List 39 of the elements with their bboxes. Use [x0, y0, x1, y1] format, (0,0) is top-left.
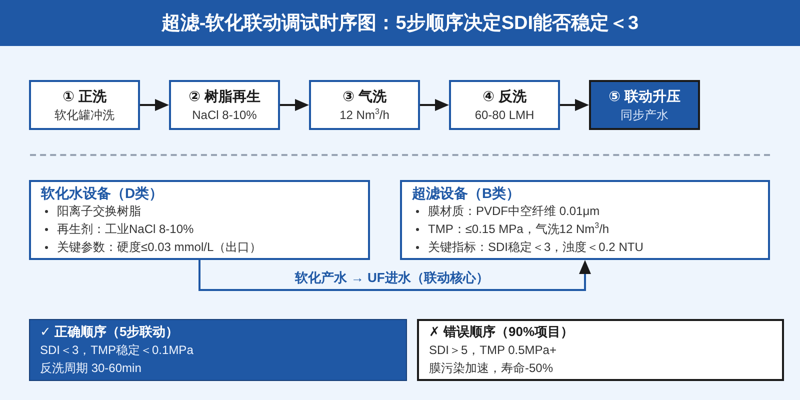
step-title: ① 正洗 [62, 87, 106, 106]
result-detail: 膜污染加速，寿命-50% [429, 360, 554, 377]
equipment-panel [29, 180, 370, 260]
process-box [29, 80, 140, 130]
bullet-item: TMP：≤0.15 MPa，气洗12 Nm$^{3}$/h [412, 220, 758, 238]
title: 超滤-软化联动调试时序图：5步顺序决定SDI能否稳定＜3 [161, 12, 639, 36]
process-box [309, 80, 420, 130]
step-title: ② 树脂再生 [188, 87, 260, 106]
result-detail: SDI＜3，TMP稳定＜0.1MPa [40, 342, 194, 359]
bullet-item: 关键指标：SDI稳定＜3，浊度＜0.2 NTU [412, 238, 758, 256]
step-detail: 同步产水 [620, 107, 668, 124]
step-title: ④ 反洗 [482, 87, 526, 106]
result-detail: SDI＞5，TMP 0.5MPa+ [429, 342, 558, 359]
step-detail: 60-80 LMH [474, 107, 534, 124]
step-detail: 12 Nm$^{3}$/h [340, 106, 390, 124]
step-detail: NaCl 8-10% [192, 107, 257, 124]
connector-arrow [198, 260, 591, 291]
bullet-item: 关键参数：硬度≤0.03 mmol/L（出口） [41, 238, 358, 256]
panel-title: 超滤设备（B类） [412, 184, 522, 202]
arrow [420, 99, 449, 111]
bullet-item: 再生剂：工业NaCl 8-10% [41, 220, 358, 238]
step-detail: 软化罐冲洗 [54, 107, 114, 124]
process-box [169, 80, 280, 130]
bullet-item: 阳离子交换树脂 [41, 202, 358, 220]
arrow [140, 99, 169, 111]
panel-title: 软化水设备（D类） [41, 184, 164, 202]
result-title: ✗ 错误顺序（90%项目） [429, 323, 575, 341]
arrow [280, 99, 309, 111]
result-box [417, 319, 784, 381]
step-title: ⑤ 联动升压 [608, 87, 680, 106]
highlighted-process-box [589, 80, 700, 130]
equipment-panel [400, 180, 770, 260]
arrow [560, 99, 589, 111]
result-detail: 反洗周期 30-60min [40, 360, 142, 377]
process-box [449, 80, 560, 130]
bullet-item: 膜材质：PVDF中空纤维 0.01μm [412, 202, 758, 220]
step-title: ③ 气洗 [342, 87, 386, 106]
result-box [29, 319, 407, 381]
result-title: ✓ 正确顺序（5步联动） [40, 323, 180, 341]
